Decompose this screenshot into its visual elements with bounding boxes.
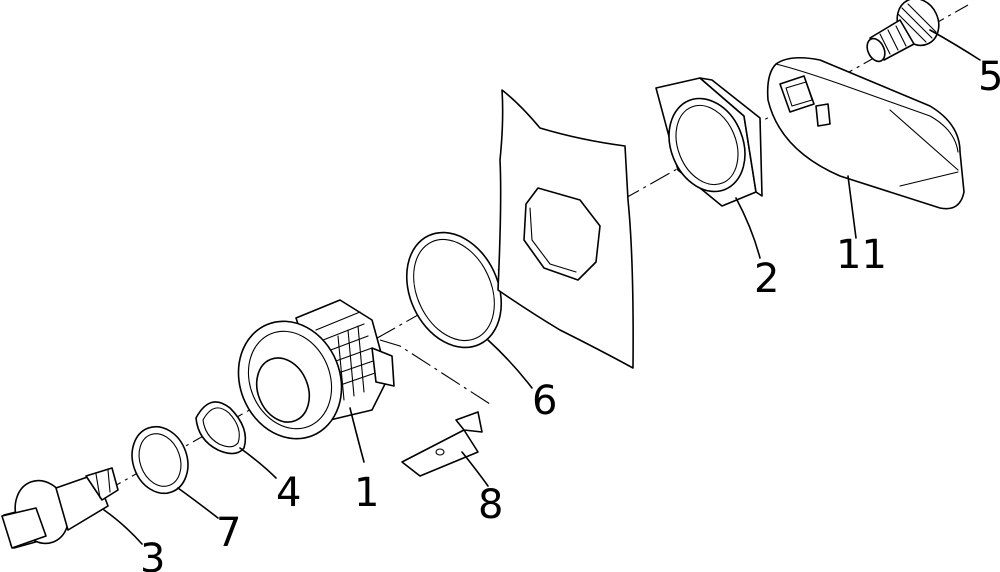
- label-part-8: 8: [478, 482, 503, 528]
- label-part-3: 3: [140, 536, 165, 572]
- part-4-washer: [195, 401, 247, 455]
- label-part-6: 6: [532, 378, 557, 424]
- part-8-clip: [401, 411, 483, 477]
- part-11-cam-arm: [766, 56, 965, 210]
- part-7-gasket: [131, 425, 189, 495]
- part-6-o-ring: [405, 231, 503, 349]
- leader-lines: [103, 29, 981, 545]
- mounting-panel: [497, 89, 634, 369]
- part-3-key-plug: [1, 467, 119, 549]
- part-5-screw: [866, 0, 940, 63]
- label-part-1: 1: [354, 470, 379, 516]
- clip-axis: [379, 339, 491, 405]
- label-part-11: 11: [836, 232, 887, 278]
- label-part-7: 7: [216, 510, 241, 556]
- label-part-5: 5: [978, 54, 1000, 100]
- label-part-2: 2: [754, 256, 779, 302]
- part-1-lock-housing: [237, 299, 395, 440]
- part-2-hex-nut: [655, 77, 763, 207]
- label-part-4: 4: [276, 470, 301, 516]
